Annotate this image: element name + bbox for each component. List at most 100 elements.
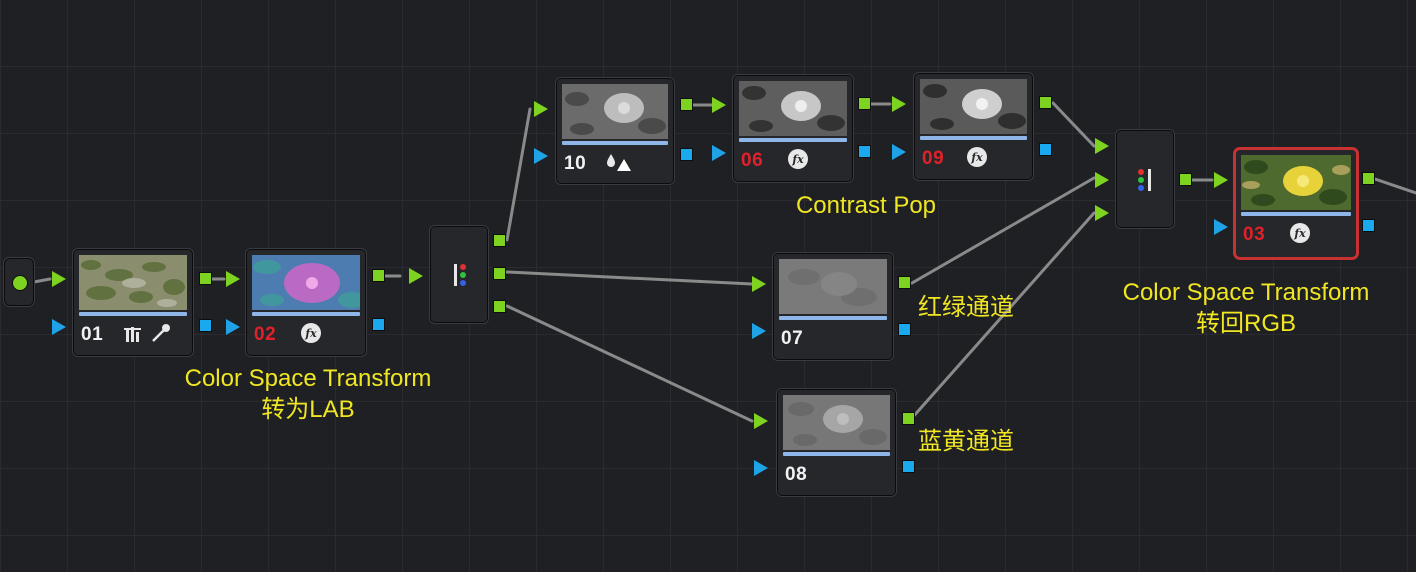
node-01-progress-bar: [79, 312, 187, 316]
node-09-progress-bar: [920, 136, 1027, 140]
node-08-thumbnail: [783, 395, 890, 450]
node-02-number: 02: [254, 324, 277, 345]
node-01[interactable]: 01: [73, 249, 193, 356]
node-08-number: 08: [785, 464, 808, 485]
node-02-alpha-input[interactable]: [226, 319, 240, 335]
wire-source-to-01: [32, 277, 52, 284]
node-07-alpha-input[interactable]: [752, 323, 766, 339]
node-07-progress-bar: [779, 316, 887, 320]
node-10-thumbnail: [562, 84, 668, 139]
node-03-alpha-input[interactable]: [1214, 219, 1228, 235]
wire-07-to-combiner: [910, 176, 1096, 285]
node-03-rgb-output[interactable]: [1362, 172, 1375, 185]
combiner-icon: [1138, 169, 1151, 191]
node-10-rgb-input[interactable]: [534, 101, 548, 117]
wire-splitter-to-10: [505, 107, 532, 242]
curves-icon: [124, 327, 141, 342]
node-09-thumbnail: [920, 79, 1027, 134]
splitter-output-red[interactable]: [493, 234, 506, 247]
label-cst-to-lab-line1: Color Space Transform: [184, 365, 432, 392]
splitter-output-green[interactable]: [493, 267, 506, 280]
node-06-alpha-input[interactable]: [712, 145, 726, 161]
node-01-alpha-input[interactable]: [52, 319, 66, 335]
splitter-node[interactable]: [430, 226, 488, 323]
label-cst-to-lab-line2: 转为LAB: [261, 396, 355, 423]
combiner-output[interactable]: [1179, 173, 1192, 186]
node-03-number: 03: [1243, 224, 1266, 245]
node-03[interactable]: 03 fx: [1235, 149, 1357, 258]
combiner-input-red[interactable]: [1095, 138, 1109, 154]
node-06-alpha-output[interactable]: [858, 145, 871, 158]
key-drop-icon: [607, 154, 631, 171]
node-08-alpha-output[interactable]: [902, 460, 915, 473]
node-08[interactable]: 08: [777, 389, 896, 496]
node-07-rgb-input[interactable]: [752, 276, 766, 292]
node-09-rgb-input[interactable]: [892, 96, 906, 112]
node-01-rgb-output[interactable]: [199, 272, 212, 285]
node-10-alpha-output[interactable]: [680, 148, 693, 161]
combiner-node[interactable]: [1116, 130, 1174, 228]
node-06-progress-bar: [739, 138, 847, 142]
node-02-rgb-input[interactable]: [226, 271, 240, 287]
node-07-thumbnail: [779, 259, 887, 314]
node-08-rgb-input[interactable]: [754, 413, 768, 429]
node-06-rgb-output[interactable]: [858, 97, 871, 110]
node-08-rgb-output[interactable]: [902, 412, 915, 425]
node-02-thumbnail: [252, 255, 360, 310]
node-08-alpha-input[interactable]: [754, 460, 768, 476]
wire-08-to-combiner: [910, 211, 1096, 420]
node-03-rgb-input[interactable]: [1214, 172, 1228, 188]
source-output-dot[interactable]: [12, 275, 28, 291]
node-08-progress-bar: [783, 452, 890, 456]
node-03-thumbnail: [1241, 155, 1351, 210]
node-09-alpha-input[interactable]: [892, 144, 906, 160]
node-10-rgb-output[interactable]: [680, 98, 693, 111]
label-blue-yellow-channel: 蓝黄通道: [918, 428, 1014, 455]
node-03-progress-bar: [1241, 212, 1351, 216]
splitter-input[interactable]: [409, 268, 423, 284]
node-09[interactable]: 09 fx: [914, 73, 1033, 180]
node-01-number: 01: [81, 324, 104, 345]
wire-splitter-to-08: [505, 304, 754, 423]
source-input-node[interactable]: [4, 258, 34, 306]
eyedropper-icon: [152, 324, 170, 342]
node-02-progress-bar: [252, 312, 360, 316]
node-10[interactable]: 10: [556, 78, 674, 184]
node-03-alpha-output[interactable]: [1362, 219, 1375, 232]
fx-icon: fx: [1290, 223, 1310, 243]
node-10-alpha-input[interactable]: [534, 148, 548, 164]
node-01-alpha-output[interactable]: [199, 319, 212, 332]
node-07-rgb-output[interactable]: [898, 276, 911, 289]
splitter-icon: [454, 264, 466, 286]
fx-icon: fx: [788, 149, 808, 169]
label-cst-to-rgb-line1: Color Space Transform: [1122, 279, 1370, 306]
wire-splitter-to-07: [505, 270, 754, 286]
label-red-green-channel: 红绿通道: [918, 294, 1014, 321]
node-02[interactable]: 02 fx: [246, 249, 366, 356]
combiner-input-blue[interactable]: [1095, 205, 1109, 221]
node-07-alpha-output[interactable]: [898, 323, 911, 336]
node-02-rgb-output[interactable]: [372, 269, 385, 282]
label-contrast-pop: Contrast Pop: [795, 192, 937, 219]
node-06-rgb-input[interactable]: [712, 97, 726, 113]
node-07[interactable]: 07: [773, 253, 893, 360]
label-cst-to-rgb: Color Space Transform 转回RGB: [1100, 277, 1392, 339]
node-06-thumbnail: [739, 81, 847, 136]
label-cst-to-rgb-line2: 转回RGB: [1195, 310, 1296, 337]
label-cst-to-lab: Color Space Transform 转为LAB: [162, 363, 454, 425]
fx-icon: fx: [967, 147, 987, 167]
node-01-thumbnail: [79, 255, 187, 310]
node-06[interactable]: 06 fx: [733, 75, 853, 182]
node-07-number: 07: [781, 328, 804, 349]
splitter-output-blue[interactable]: [493, 300, 506, 313]
combiner-input-green[interactable]: [1095, 172, 1109, 188]
node-10-progress-bar: [562, 141, 668, 145]
node-09-number: 09: [922, 148, 945, 169]
node-09-rgb-output[interactable]: [1039, 96, 1052, 109]
fx-icon: fx: [301, 323, 321, 343]
node-02-alpha-output[interactable]: [372, 318, 385, 331]
node-06-number: 06: [741, 150, 764, 171]
node-09-alpha-output[interactable]: [1039, 143, 1052, 156]
node-01-rgb-input[interactable]: [52, 271, 66, 287]
